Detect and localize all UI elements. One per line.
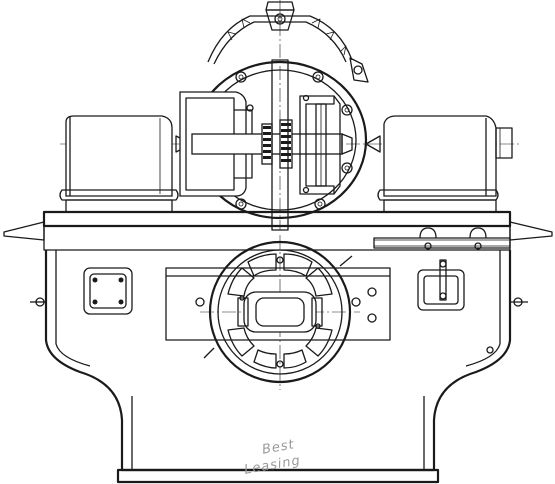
- handwheel-handle: [203, 255, 353, 359]
- right-inspection-panel: [417, 259, 465, 311]
- machine-base: [30, 250, 528, 484]
- spindle-assembly: [179, 59, 353, 231]
- machine-bed: [3, 210, 553, 251]
- left-workhead: [59, 115, 193, 213]
- left-inspection-panel: [83, 267, 133, 315]
- top-guard: [207, 1, 369, 83]
- center-plate: [165, 267, 391, 341]
- handwheel: [208, 240, 352, 384]
- right-tailstock: [365, 115, 513, 213]
